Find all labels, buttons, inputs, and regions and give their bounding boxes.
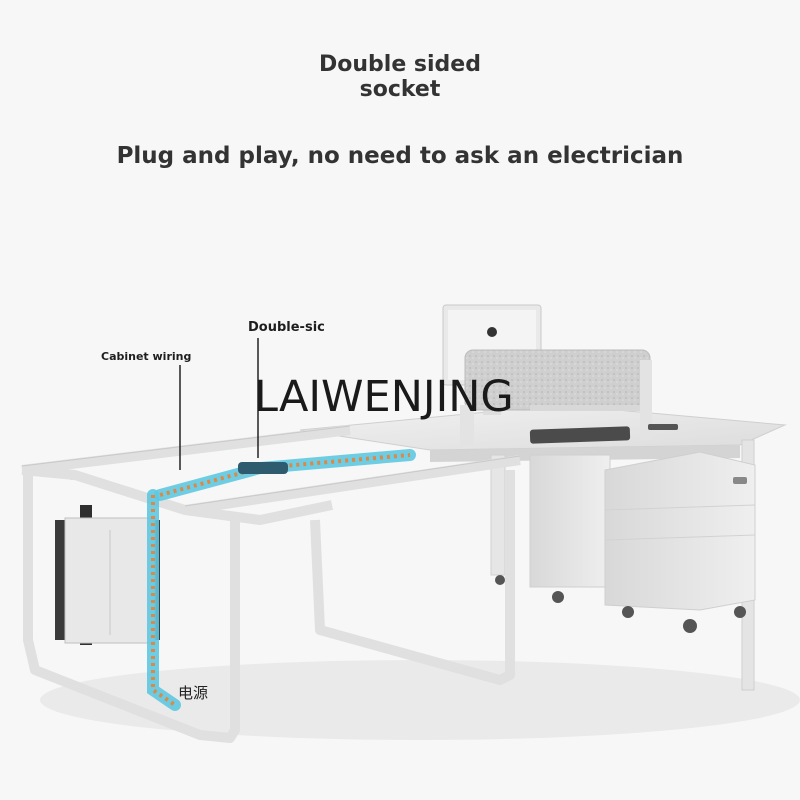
headline-title: Double sided socket	[0, 52, 800, 102]
pedestal-front	[604, 451, 756, 633]
headline-line-2: socket	[359, 77, 441, 102]
headline-line-1: Double sided	[319, 52, 481, 77]
keyboard	[529, 426, 631, 444]
phone	[648, 424, 678, 430]
pedestal-back	[495, 454, 611, 603]
tagline: Plug and play, no need to ask an electri…	[116, 143, 684, 169]
watermark: LAIWENJING	[254, 372, 514, 422]
double-sided-label: Double-sic	[248, 320, 325, 335]
power-strip-long	[154, 449, 416, 501]
privacy-divider	[460, 349, 652, 445]
power-source-label: 电源	[178, 684, 209, 702]
power-socket-icon	[238, 462, 288, 474]
cpu-holder	[55, 505, 160, 645]
cabinet-wiring-label: Cabinet wiring	[101, 350, 192, 363]
power-strip-vertical	[147, 489, 181, 711]
apple-logo-icon	[487, 327, 497, 337]
left-desk-frame	[21, 425, 521, 743]
